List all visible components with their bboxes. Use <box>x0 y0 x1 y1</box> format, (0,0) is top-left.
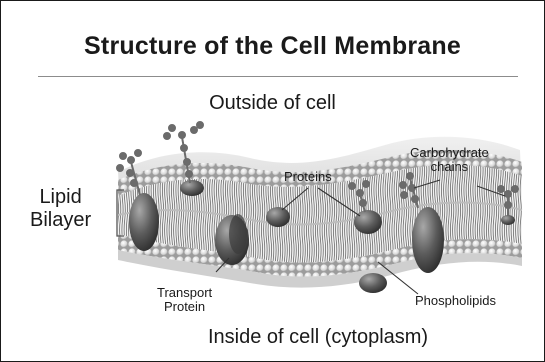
integral-protein-right <box>412 207 444 273</box>
label-inside-of-cell: Inside of cell (cytoplasm) <box>208 326 428 349</box>
label-carbohydrate-line2: chains <box>410 160 489 174</box>
label-lipid-line2: Bilayer <box>30 209 91 232</box>
protein-far-right <box>501 215 515 225</box>
label-transport-line1: Transport <box>157 286 212 300</box>
label-lipid-line1: Lipid <box>30 186 91 209</box>
back-protein <box>180 180 204 196</box>
label-transport-line2: Protein <box>157 300 212 314</box>
label-carbohydrate-line1: Carbohydrate <box>410 146 489 160</box>
label-proteins: Proteins <box>284 170 332 184</box>
label-lipid-bilayer: Lipid Bilayer <box>30 186 91 232</box>
label-phospholipids: Phospholipids <box>415 294 496 308</box>
peripheral-protein-bottom <box>359 273 387 293</box>
mid-protein <box>354 210 382 234</box>
label-carbohydrate-chains: Carbohydrate chains <box>410 146 489 174</box>
transport-protein-channel <box>229 214 247 254</box>
surface-protein <box>266 207 290 227</box>
integral-protein-left <box>129 193 159 251</box>
label-transport-protein: Transport Protein <box>157 286 212 314</box>
